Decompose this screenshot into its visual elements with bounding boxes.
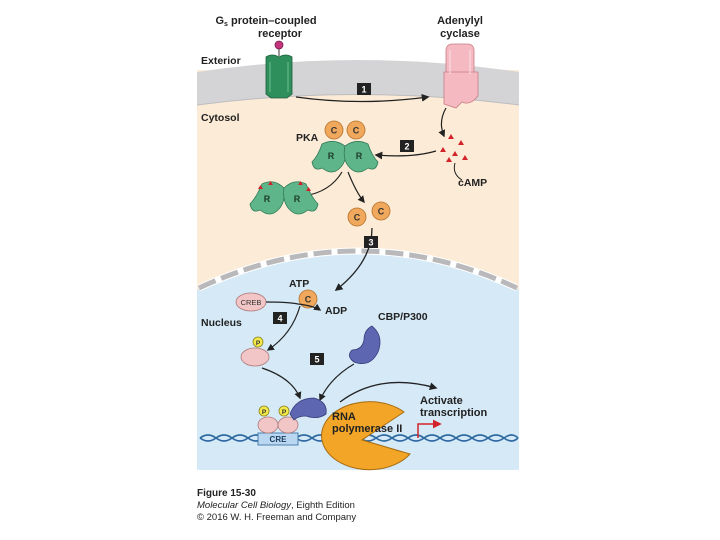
svg-text:R: R <box>328 151 335 161</box>
svg-text:C: C <box>331 126 338 136</box>
gs-receptor-icon <box>265 40 293 99</box>
rna-polymerase-label: RNA <box>332 411 356 423</box>
svg-text:CRE: CRE <box>270 435 288 444</box>
svg-text:P: P <box>262 409 267 416</box>
svg-text:P: P <box>256 340 261 347</box>
creb-protein: CREB <box>235 292 267 312</box>
rna-polymerase-label-line2: polymerase II <box>332 423 402 435</box>
rna-polymerase-ii <box>321 401 411 471</box>
creb-dimer-on-dna: P P <box>257 405 299 434</box>
svg-text:R: R <box>264 194 271 204</box>
svg-text:C: C <box>353 126 360 136</box>
figure-number: Figure 15-30 <box>197 488 256 499</box>
step-5-marker: 5 <box>310 353 324 365</box>
step-4-marker: 4 <box>273 312 287 324</box>
pka-label: PKA <box>296 132 319 144</box>
figure-source: Molecular Cell Biology, Eighth Edition <box>197 500 355 511</box>
cbp-p300-label: CBP/P300 <box>378 311 428 323</box>
svg-text:2: 2 <box>404 142 409 152</box>
cytosol-label: Cytosol <box>201 112 240 124</box>
pka-catalytic-subunit <box>324 120 344 140</box>
nuclear-catalytic-subunit: C <box>298 289 318 309</box>
transcription-start-arrow <box>417 419 442 438</box>
atp-label: ATP <box>289 278 309 290</box>
svg-text:P: P <box>282 409 287 416</box>
svg-text:C: C <box>354 213 361 223</box>
adenylyl-cyclase-label-line2: cyclase <box>440 28 480 40</box>
cbp-p300-bound <box>289 397 327 421</box>
step-2-marker: 2 <box>400 140 414 152</box>
svg-text:C: C <box>378 207 385 217</box>
phosphorylated-creb: P <box>240 336 270 367</box>
activate-transcription-label: Activate <box>420 395 463 407</box>
step-3-marker: 3 <box>364 236 378 248</box>
camp-label: cAMP <box>458 177 487 189</box>
svg-text:3: 3 <box>368 238 373 248</box>
adp-label: ADP <box>325 305 347 317</box>
adenylyl-cyclase-icon <box>443 43 479 109</box>
svg-text:R: R <box>294 194 301 204</box>
step-1-marker: 1 <box>357 83 371 95</box>
nucleus-label: Nucleus <box>201 317 242 329</box>
gs-receptor-label-line2: receptor <box>258 28 303 40</box>
pka-holoenzyme: C C R R <box>311 120 379 173</box>
cre-element: CRE <box>257 432 299 446</box>
free-catalytic-subunits: C C <box>347 201 391 227</box>
exterior-label: Exterior <box>201 55 241 67</box>
svg-text:5: 5 <box>314 355 319 365</box>
figure-copyright: © 2016 W. H. Freeman and Company <box>197 512 356 523</box>
svg-text:CREB: CREB <box>241 298 262 307</box>
gs-receptor-label: Gs protein–coupled <box>215 15 316 28</box>
camp-molecules <box>440 134 468 162</box>
svg-text:1: 1 <box>361 85 366 95</box>
pka-regulatory-subunits-camp-bound: R R <box>249 181 319 215</box>
adenylyl-cyclase-label: Adenylyl <box>437 15 483 27</box>
svg-text:C: C <box>305 295 312 305</box>
cbp-p300-protein <box>349 325 381 365</box>
activate-transcription-label-line2: transcription <box>420 407 488 419</box>
pka-catalytic-subunit <box>346 120 366 140</box>
nuclear-envelope <box>197 247 519 292</box>
svg-text:R: R <box>356 151 363 161</box>
svg-text:4: 4 <box>277 314 282 324</box>
